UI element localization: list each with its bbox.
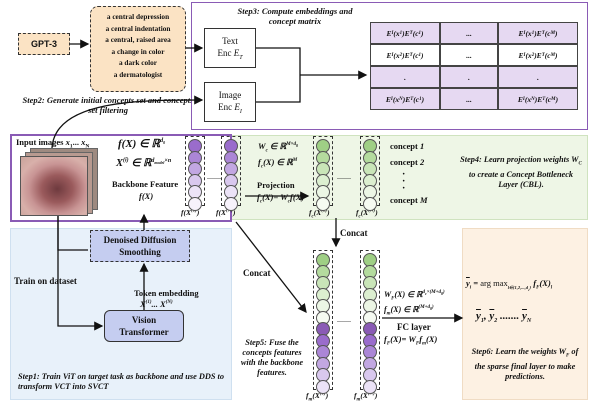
fused-col-label-n: fm(X(N))	[354, 391, 378, 403]
image-enc-line-1: Image	[218, 90, 242, 100]
concept-name-2: concept 2	[390, 157, 425, 167]
gpt3-box: GPT-3	[18, 33, 70, 55]
step1-caption: Step1: Train ViT on target task as backb…	[18, 372, 224, 391]
backbone-fx-label: f(X)	[139, 191, 154, 201]
ff-equation: fF(X)= WFfm(X)	[384, 334, 438, 347]
gpt3-label: GPT-3	[30, 39, 57, 49]
text-enc-line-2: Enc ET	[217, 48, 243, 61]
concept-line-6: a dermatologist	[113, 69, 163, 79]
predictions-output: y1, y2 ....... yN	[476, 310, 532, 325]
x-i-formula: X(i) ∈ ℝdmodel×n	[116, 157, 172, 170]
f-x-formula: f(X) ∈ ℝd0	[118, 138, 166, 150]
matrix-r4-c2: ...	[440, 88, 498, 110]
image-enc-line-2: Enc EI	[218, 102, 242, 115]
dds-line-2: Smoothing	[119, 247, 161, 257]
matrix-r3-c2: .	[440, 66, 498, 88]
concept-vdots-3: ·	[402, 183, 406, 194]
wc-formula: Wc ∈ ℝM×d0	[258, 141, 298, 154]
token-x-label: X(1)... X(N)	[140, 299, 173, 309]
concept-col-label-1: fc(X(1))	[309, 208, 330, 220]
concept-dots: .......	[337, 172, 351, 181]
concept-line-1: a central depression	[106, 12, 170, 21]
matrix-r3-c3: .	[498, 66, 578, 88]
arrow-concat-left	[235, 221, 307, 314]
matrix-r1-c2: ...	[440, 22, 498, 44]
dds-box: Denoised Diffusion Smoothing	[90, 230, 190, 262]
matrix-r2-c2: ...	[440, 44, 498, 66]
argmax-formula: yi = arg maxl∈{1,2,...,dc} fF(X)l	[466, 278, 553, 292]
concept-line-4: a change in color	[111, 46, 165, 56]
concept-line-3: a central, raised area	[105, 35, 171, 44]
step5-caption: Step5: Fuse the concepts features with t…	[240, 338, 304, 377]
fm-formula: fm(X) ∈ ℝ(M+d0)	[384, 305, 434, 317]
wf-formula: WF(X) ∈ ℝdc×(M+d0)	[384, 290, 445, 302]
concat-top-label: Concat	[340, 228, 368, 238]
step4-panel	[230, 135, 588, 220]
vit-line-1: Vision	[131, 315, 157, 325]
fused-dots: .......	[337, 315, 351, 324]
feature-col-label-n: f(X(N))	[216, 208, 236, 217]
image-encoder-box: Image Enc EI	[204, 82, 256, 122]
concat-left-label: Concat	[243, 268, 271, 278]
concept-name-1: concept 1	[390, 141, 425, 151]
step4-caption: Step4: Learn projection weights WC to cr…	[460, 155, 582, 189]
neuron-circle	[188, 196, 202, 211]
text-encoder-box: Text Enc ET	[204, 28, 256, 68]
neuron-circle	[224, 196, 238, 211]
neuron-circle	[363, 196, 377, 211]
neuron-circle	[316, 196, 330, 211]
neuron-circle	[363, 379, 377, 394]
concept-col-label-n: fc(X(N))	[356, 208, 378, 220]
fc-equation: fc(X)= Wcf(X)	[257, 192, 305, 205]
projection-label: Projection	[257, 180, 295, 190]
concept-vdots-2: ·	[402, 176, 406, 187]
step6-caption: Step6: Learn the weights WF of the spars…	[471, 347, 579, 381]
feature-col-label-1: f(X(1))	[181, 208, 200, 217]
text-enc-line-1: Text	[222, 36, 238, 46]
step2-caption: Step2: Generate initial concepts set and…	[22, 95, 194, 115]
initial-concepts-box: a central depression a central indentati…	[90, 6, 186, 92]
concept-line-5: a dark color	[118, 58, 158, 67]
concept-vdots-1: ·	[402, 169, 406, 180]
fc-layer-label: FC layer	[397, 322, 431, 332]
concept-line-2: a central indentation	[105, 23, 171, 33]
token-embedding-label: Token embedding	[134, 288, 199, 298]
train-label: Train on dataset	[14, 276, 77, 286]
backbone-feature-label: Backbone Feature	[112, 179, 179, 189]
feature-dots: .......	[207, 172, 221, 181]
lesion-image	[20, 156, 88, 216]
step3-caption: Step3: Compute embeddings and concept ma…	[237, 6, 353, 26]
matrix-r3-c1: .	[370, 66, 440, 88]
vit-line-2: Transformer	[119, 327, 169, 337]
fused-col-label-1: fm(X(1))	[306, 391, 329, 403]
concept-name-m: concept M	[390, 195, 428, 205]
vit-box: Vision Transformer	[104, 310, 184, 342]
neuron-circle	[316, 379, 330, 394]
fc-formula: fc(X) ∈ ℝM	[258, 157, 298, 170]
dds-line-1: Denoised Diffusion	[103, 235, 177, 245]
